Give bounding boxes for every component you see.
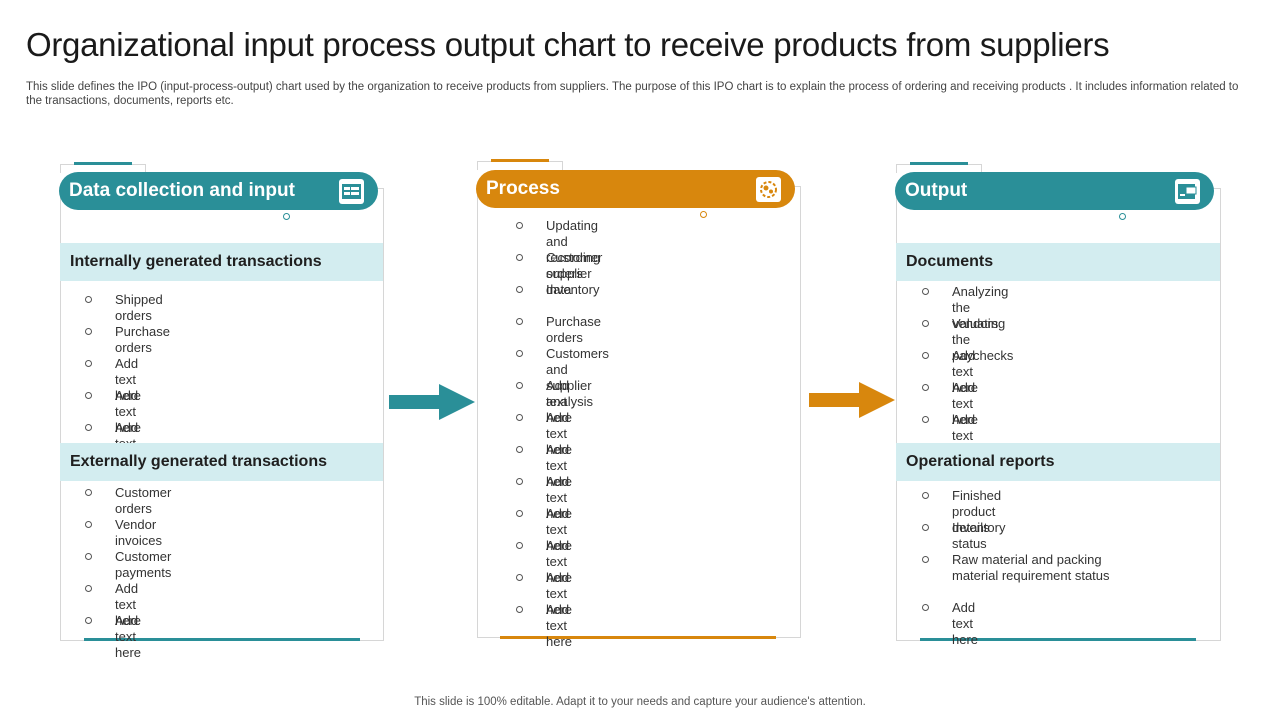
bullet-icon (516, 446, 523, 453)
bullet-icon (516, 350, 523, 357)
output-bottom-accent (920, 638, 1196, 641)
list-item: Purchase orders (85, 324, 170, 356)
bullet-icon (922, 492, 929, 499)
bullet-icon (85, 296, 92, 303)
page-footer: This slide is 100% editable. Adapt it to… (414, 696, 866, 708)
input-header-title: Data collection and input (69, 180, 295, 201)
list-item: Add text here (516, 442, 572, 490)
bullet-icon (516, 254, 523, 261)
bullet-icon (922, 416, 929, 423)
section-title: Operational reports (906, 453, 1055, 470)
bullet-icon (85, 617, 92, 624)
bullet-icon (516, 318, 523, 325)
section-title: Documents (906, 253, 994, 270)
list-item: Customer orders (85, 485, 171, 517)
process-bottom-accent (500, 636, 776, 639)
list-item: Add text here (516, 378, 572, 426)
list-item: Analyzing the vendors (922, 284, 1008, 332)
bullet-icon (922, 556, 929, 563)
list-item: Purchase orders (516, 314, 601, 346)
input-header: Data collection and input (59, 172, 378, 210)
bullet-icon (516, 542, 523, 549)
input-section-external: Externally generated transactions (60, 443, 383, 481)
output-header-title: Output (905, 180, 968, 201)
section-title: Internally generated transactions (70, 253, 322, 270)
list-item: Inventory (516, 282, 599, 298)
list-item: Add text here (85, 613, 141, 661)
bullet-icon (85, 489, 92, 496)
bullet-icon (516, 414, 523, 421)
output-section-reports: Operational reports (896, 443, 1220, 481)
output-tab-accent (910, 162, 968, 165)
bullet-icon (922, 288, 929, 295)
list-item: Add text here (922, 380, 978, 428)
output-section-documents: Documents (896, 243, 1220, 281)
list-item: Add text here (516, 602, 572, 650)
report-icon (1175, 179, 1200, 204)
list-item: Customer payments (85, 549, 171, 581)
bullet-icon (516, 478, 523, 485)
bullet-icon (516, 510, 523, 517)
arrow-right-icon (389, 384, 475, 420)
bullet-icon (85, 424, 92, 431)
list-item: Add text here (85, 581, 141, 629)
process-header: Process (476, 170, 795, 208)
list-item: Add text here (85, 388, 141, 436)
list-item: Shipped orders (85, 292, 163, 324)
input-bottom-accent (84, 638, 360, 641)
bullet-icon (85, 585, 92, 592)
list-item: Add text here (516, 410, 572, 458)
list-item: Raw material and packing material requir… (922, 552, 1132, 584)
list-item: Finished product details (922, 488, 1001, 536)
bullet-icon (516, 606, 523, 613)
page-subtitle: This slide defines the IPO (input-proces… (26, 81, 1239, 107)
input-connector-dot (283, 213, 290, 220)
list-item: Add text here (922, 600, 978, 648)
bullet-icon (85, 553, 92, 560)
bullet-icon (922, 604, 929, 611)
list-item: Inventory status (922, 520, 1005, 552)
bullet-icon (922, 384, 929, 391)
arrow-right-icon (809, 382, 895, 418)
bullet-icon (516, 574, 523, 581)
input-section-internal: Internally generated transactions (60, 243, 383, 281)
page-title: Organizational input process output char… (26, 26, 1110, 63)
output-connector-dot (1119, 213, 1126, 220)
list-item: Add text here (922, 348, 978, 396)
bullet-icon (85, 328, 92, 335)
process-tab-accent (491, 159, 549, 162)
list-item: Add text here (516, 506, 572, 554)
section-title: Externally generated transactions (70, 453, 327, 470)
list-item: Updating and recording supplier data (516, 218, 600, 298)
list-item: Customers and supplier analysis (516, 346, 609, 410)
list-item: Vendor invoices (85, 517, 162, 549)
list-item: Valuating the paychecks (922, 316, 1013, 364)
bullet-icon (85, 360, 92, 367)
bullet-icon (85, 392, 92, 399)
list-item: Add text here (516, 538, 572, 586)
bullet-icon (922, 320, 929, 327)
bullet-icon (516, 286, 523, 293)
process-connector-dot (700, 211, 707, 218)
process-header-title: Process (486, 178, 560, 199)
list-item: Add text here (516, 474, 572, 522)
bullet-icon (922, 352, 929, 359)
process-card (477, 186, 801, 638)
database-icon (339, 179, 364, 204)
output-header: Output (895, 172, 1214, 210)
list-item: Add text here (516, 570, 572, 618)
bullet-icon (922, 524, 929, 531)
bullet-icon (85, 521, 92, 528)
bullet-icon (516, 222, 523, 229)
input-tab-accent (74, 162, 132, 165)
gears-icon (756, 177, 781, 202)
bullet-icon (516, 382, 523, 389)
list-item: Customer orders (516, 250, 602, 282)
process-tab (477, 161, 563, 170)
list-item: Add text here (85, 356, 141, 404)
